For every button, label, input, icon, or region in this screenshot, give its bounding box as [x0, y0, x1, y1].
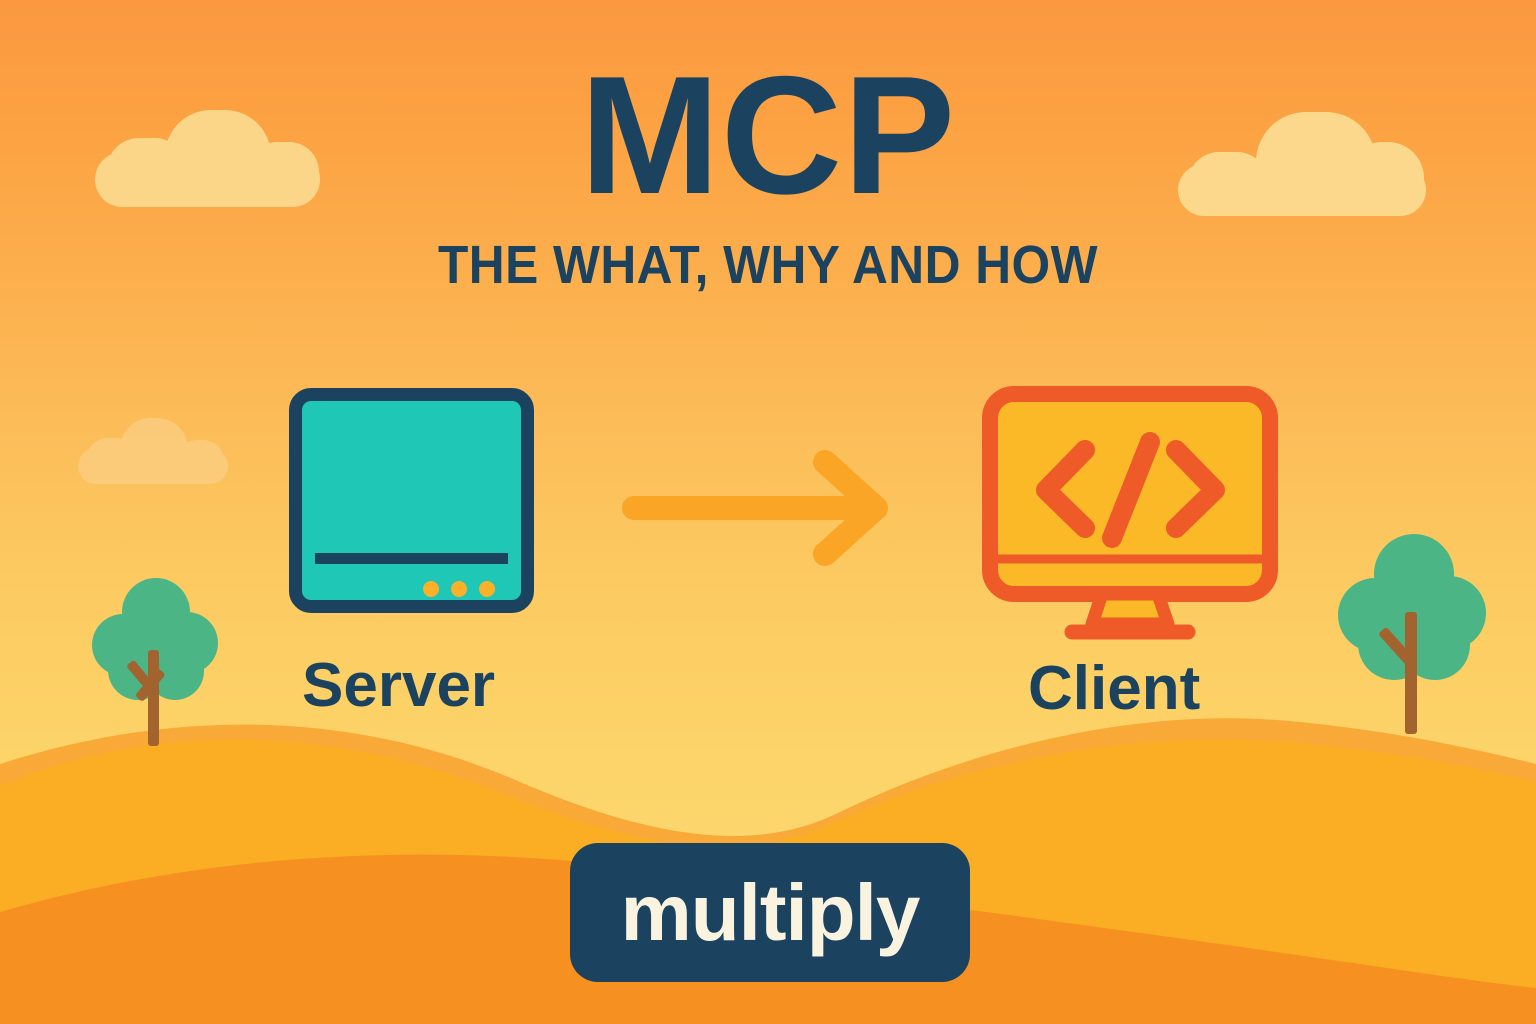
- client-label: Client: [1028, 654, 1201, 723]
- server-dot-2: [451, 581, 467, 597]
- code-monitor-icon: [982, 386, 1278, 640]
- tree-right: [1338, 534, 1488, 734]
- server-icon: [289, 388, 534, 613]
- client-node[interactable]: [980, 386, 1280, 646]
- connector-arrow: [620, 448, 905, 568]
- server-divider: [315, 553, 508, 564]
- arrow-right-icon: [622, 450, 888, 566]
- server-node[interactable]: [289, 388, 534, 613]
- server-dot-3: [479, 581, 495, 597]
- cloud-top-right: [1178, 112, 1426, 216]
- server-dot-1: [423, 581, 439, 597]
- server-status-dots: [423, 581, 495, 597]
- page-title: MCP: [579, 41, 957, 229]
- multiply-badge[interactable]: multiply: [570, 843, 970, 982]
- page-subtitle: THE WHAT, WHY AND HOW: [437, 234, 1099, 295]
- cloud-mid-left: [78, 418, 228, 484]
- cloud-top-left: [95, 110, 320, 207]
- tree-left: [92, 578, 218, 746]
- multiply-badge-label: multiply: [620, 867, 921, 957]
- server-label: Server: [302, 651, 496, 720]
- title-block: MCP THE WHAT, WHY AND HOW: [0, 41, 1536, 296]
